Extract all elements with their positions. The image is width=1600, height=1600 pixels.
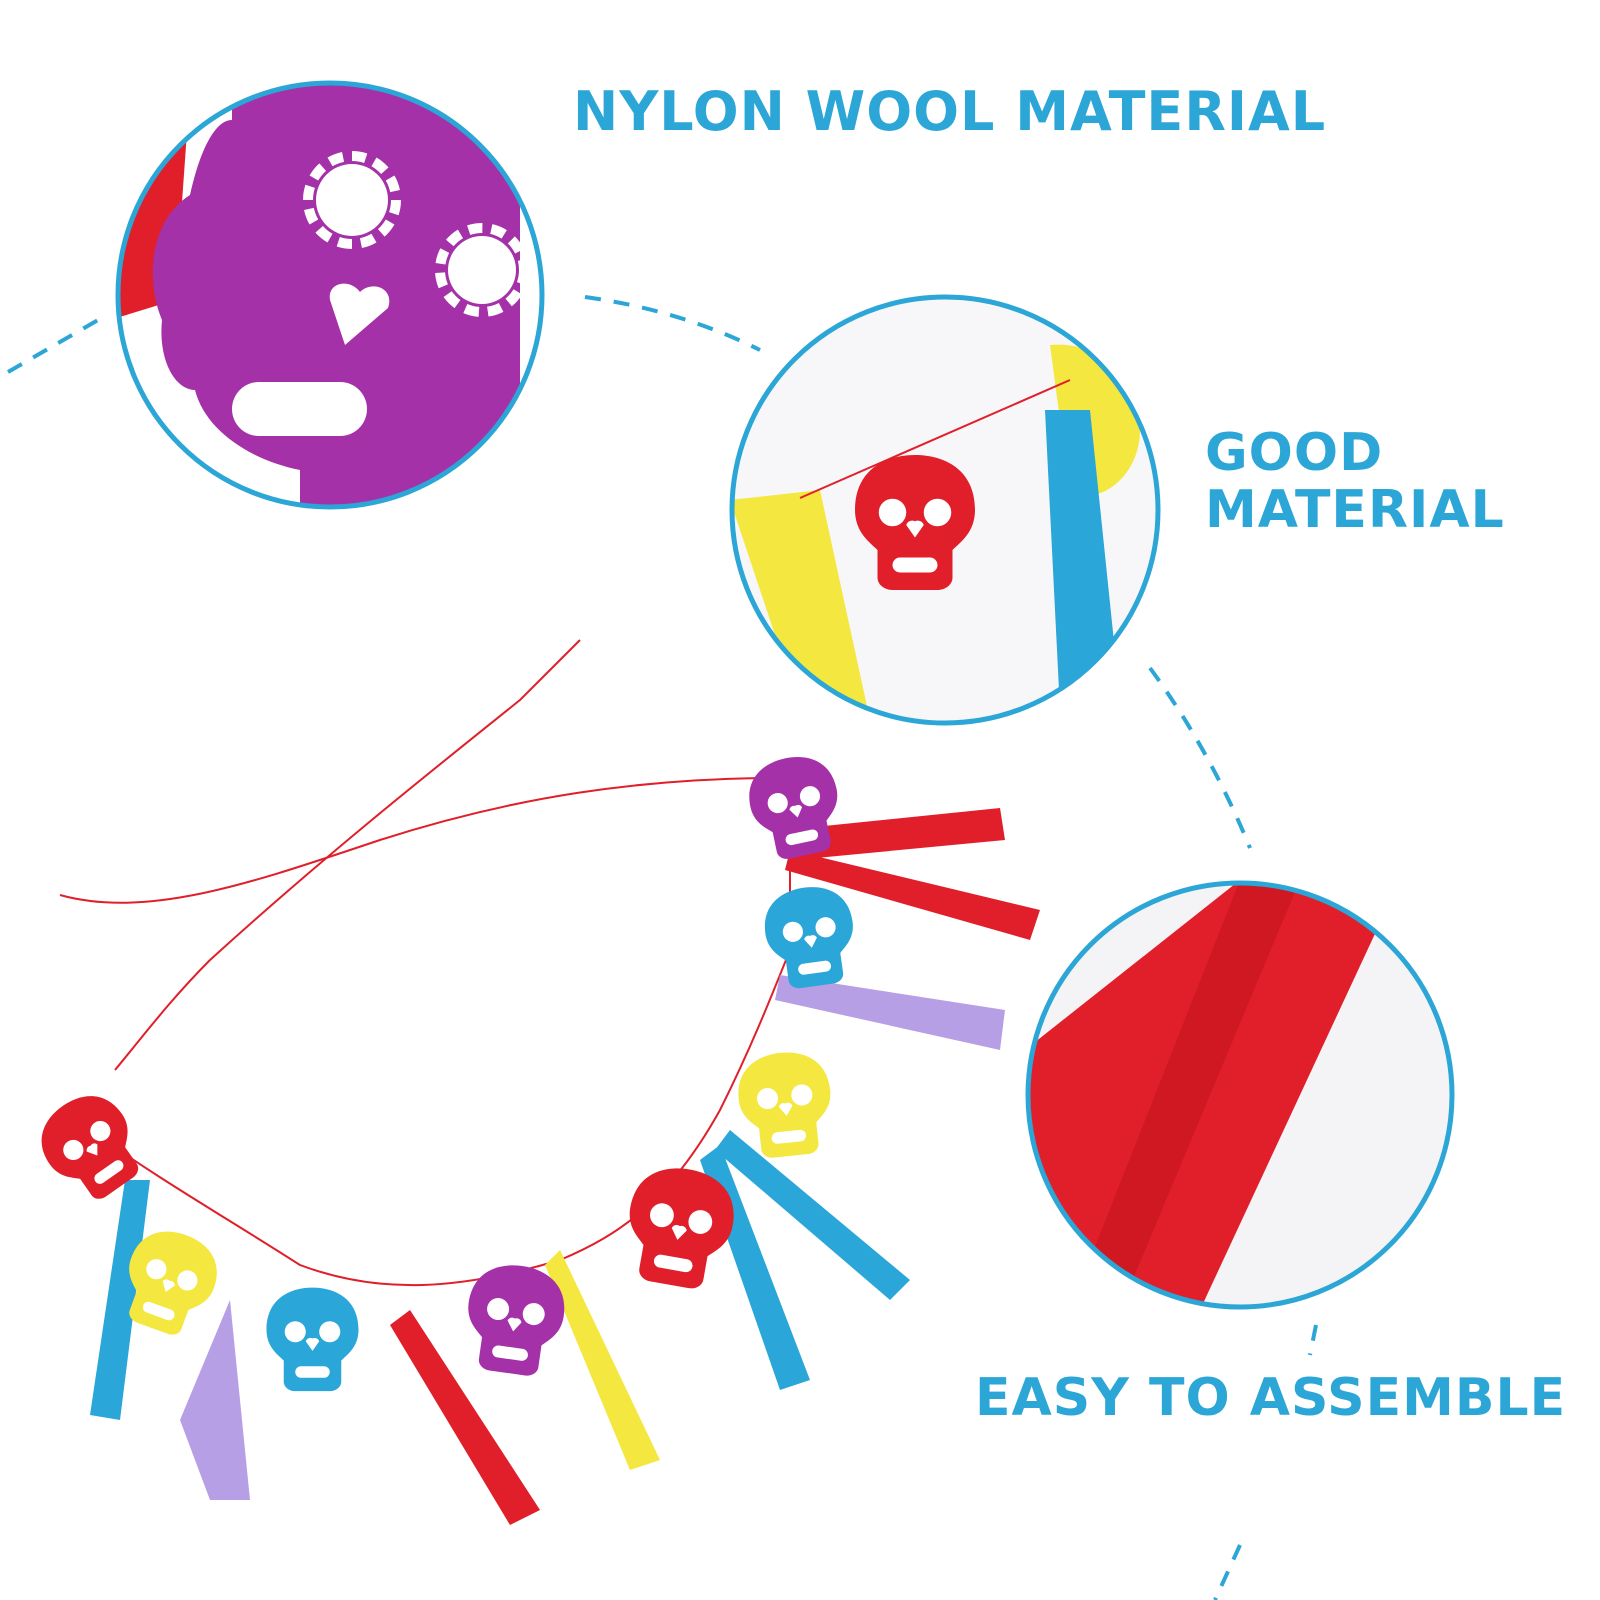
closeup-ribbon-circle bbox=[1025, 880, 1455, 1310]
caption-good-material: GOOD MATERIAL bbox=[1205, 423, 1505, 541]
caption-nylon-wool-material: NYLON WOOL MATERIAL bbox=[573, 80, 1327, 143]
caption-easy-to-assemble: EASY TO ASSEMBLE bbox=[975, 1368, 1567, 1428]
caption-good-material-line2: MATERIAL bbox=[1205, 480, 1505, 541]
garland-skulls bbox=[26, 749, 861, 1392]
garland-ribbons bbox=[90, 808, 1040, 1525]
caption-good-material-line1: GOOD bbox=[1205, 423, 1384, 483]
closeup-skull-circle bbox=[729, 294, 1161, 726]
dashed-connectors bbox=[6, 295, 1318, 1600]
closeup-felt-circle bbox=[115, 80, 545, 510]
